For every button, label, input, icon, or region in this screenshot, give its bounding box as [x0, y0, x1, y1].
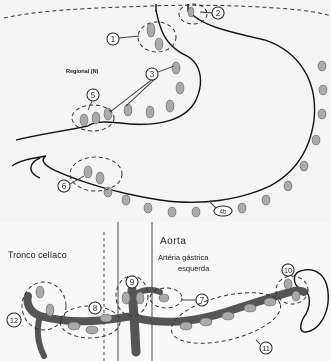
- lymph-node: [318, 61, 326, 71]
- lymph-node: [168, 207, 176, 217]
- lymph-node: [104, 187, 112, 197]
- lymph-node: [146, 106, 154, 118]
- station-6-number: 6: [62, 182, 67, 191]
- station-3-pointer-down: [126, 78, 156, 106]
- lymph-node: [155, 38, 163, 50]
- aorta-label: Aorta: [160, 236, 186, 247]
- esquerda-label: esquerda: [178, 264, 210, 273]
- lymph-node: [46, 304, 54, 316]
- lymph-node: [68, 322, 80, 330]
- duodenum-upper-wall: [16, 126, 88, 140]
- diaphragm-dashed-line: [4, 5, 331, 18]
- lymph-node: [124, 104, 132, 116]
- lymph-node: [144, 203, 152, 213]
- lymph-node: [86, 326, 98, 334]
- lymph-node: [80, 114, 88, 126]
- regional-label: Regional (N): [66, 69, 99, 75]
- station-5-number: 5: [91, 91, 96, 100]
- duodenum-lower-wall: [12, 156, 46, 166]
- lymph-node: [96, 172, 104, 184]
- tronco-celiaco-label: Tronco celíaco: [8, 250, 67, 260]
- greater-curvature-nodes: [104, 61, 327, 217]
- station-12-number: 12: [10, 316, 18, 325]
- lymph-node: [200, 318, 212, 326]
- lymph-node: [100, 314, 112, 322]
- station-3-number: 3: [150, 70, 155, 79]
- duodenum-bend: [31, 158, 40, 178]
- station-10-number: 10: [284, 266, 292, 275]
- lymph-node: [84, 166, 92, 178]
- lesser-curvature-nodes: [104, 62, 184, 120]
- lymph-node: [318, 109, 326, 119]
- station-2-number: 2: [216, 9, 221, 18]
- lymph-node: [180, 322, 192, 330]
- lymph-node: [147, 23, 155, 37]
- lymph-node: [262, 195, 270, 205]
- lymph-node: [166, 100, 174, 112]
- station-3-pointer-far: [110, 78, 154, 112]
- lymph-node: [319, 85, 327, 95]
- lymph-node: [300, 161, 308, 171]
- lymph-node: [222, 312, 234, 320]
- lymph-node: [136, 292, 144, 304]
- lymph-node: [159, 294, 169, 302]
- lymph-node: [284, 279, 292, 289]
- lymph-node: [176, 82, 184, 94]
- station-1-number: 1: [111, 35, 116, 44]
- station-3-pointer-up: [158, 66, 174, 72]
- lymph-node: [122, 195, 130, 205]
- lymph-node: [36, 286, 44, 298]
- station-4b-number: 4b: [220, 210, 227, 216]
- station-9-number: 9: [130, 278, 135, 287]
- station-2-pointer: [200, 12, 212, 13]
- lymph-node: [264, 298, 276, 306]
- lymph-node: [92, 112, 100, 124]
- lymph-node: [172, 62, 180, 74]
- station-11-number: 11: [262, 344, 270, 353]
- station-1-pointer: [119, 36, 139, 38]
- lymph-node: [104, 108, 112, 120]
- station-4b-pointer: [210, 202, 216, 208]
- celiac-panel: Tronco celíaco Aorta Artéria gástrica es…: [0, 222, 331, 361]
- arteria-gastrica-label: Artéria gástrica: [158, 253, 209, 262]
- lymph-node: [312, 135, 320, 145]
- lymph-node: [244, 304, 256, 312]
- stomach-panel: 1 2 Regional (N) 3 5 6 4b: [4, 4, 331, 217]
- lymph-node: [238, 203, 246, 213]
- station-8-number: 8: [93, 304, 98, 313]
- lymph-node: [188, 7, 194, 17]
- lymph-node: [292, 291, 300, 301]
- lymph-node: [192, 207, 200, 217]
- stomach-lesser-curvature: [88, 10, 200, 126]
- lymph-node: [284, 181, 292, 191]
- lymph-node: [122, 292, 130, 304]
